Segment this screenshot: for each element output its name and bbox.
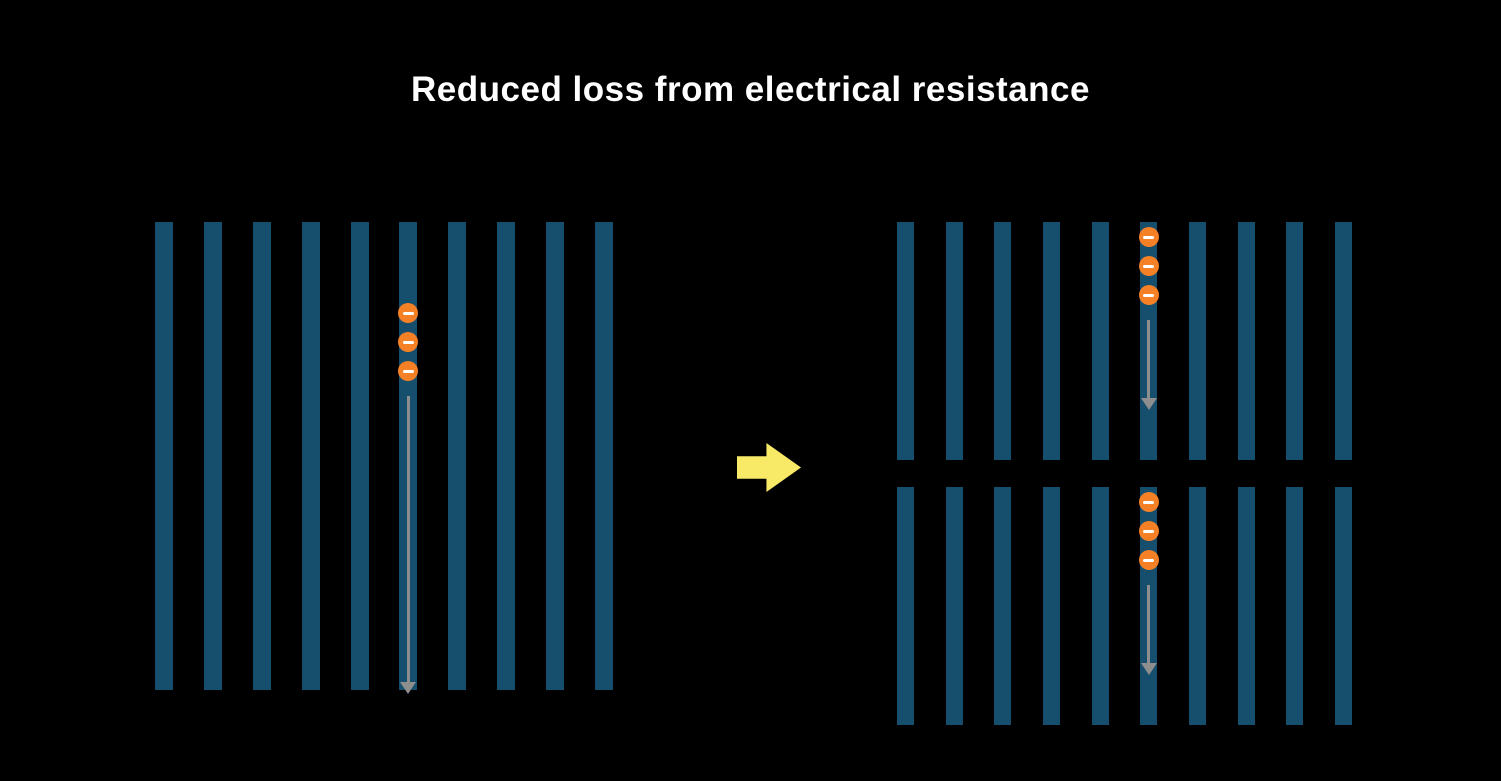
cell-bar <box>1138 222 1159 460</box>
arrow-head <box>400 682 417 694</box>
arrow-head <box>1140 398 1157 410</box>
cell-bar <box>546 222 564 690</box>
minus-icon <box>402 340 414 344</box>
cell-bar <box>994 487 1012 725</box>
half-cell-bottom-bar-group <box>897 487 1352 725</box>
cell-bar <box>203 222 222 690</box>
page-title: Reduced loss from electrical resistance <box>411 70 1090 109</box>
cell-bar <box>301 222 320 690</box>
minus-icon <box>402 311 414 315</box>
electron-icon <box>398 303 419 323</box>
electron-icon <box>1138 256 1159 276</box>
electron-icon <box>398 361 419 381</box>
cell-bar <box>155 222 173 690</box>
cell-bar <box>1286 222 1304 460</box>
cell-bar <box>897 222 914 460</box>
electron-icon <box>1138 492 1159 512</box>
electron-flow-overlay <box>1138 227 1159 410</box>
full-cell-bar-group <box>155 222 613 694</box>
cell-bar <box>252 222 271 690</box>
cell-bar <box>1188 222 1206 460</box>
cell-bar <box>1334 487 1352 725</box>
cell-bar <box>1286 487 1304 725</box>
electron-icon <box>1138 521 1159 541</box>
right-arrow-icon <box>737 443 801 492</box>
minus-icon <box>1143 529 1155 533</box>
cell-bar <box>448 222 467 690</box>
current-direction-arrow-icon <box>400 396 417 694</box>
arrow-shaft <box>1147 585 1151 663</box>
cell-bar <box>945 487 963 725</box>
current-direction-arrow-icon <box>1140 320 1157 410</box>
cell-bar <box>1138 487 1159 725</box>
minus-icon <box>1143 235 1155 239</box>
cell-bar <box>398 222 419 694</box>
minus-icon <box>1143 500 1155 504</box>
cell-bar <box>497 222 516 690</box>
electron-flow-overlay <box>398 303 419 694</box>
cell-bar <box>1042 222 1060 460</box>
arrow-head <box>1140 663 1157 675</box>
cell-bar <box>1334 222 1352 460</box>
electron-icon <box>1138 285 1159 305</box>
electron-icon <box>1138 227 1159 247</box>
minus-icon <box>1143 264 1155 268</box>
minus-icon <box>402 369 414 373</box>
cell-bar <box>1237 222 1255 460</box>
electron-icon <box>1138 550 1159 570</box>
cell-bar <box>1091 487 1109 725</box>
cell-bar <box>594 222 613 690</box>
cell-bar <box>1188 487 1206 725</box>
current-direction-arrow-icon <box>1140 585 1157 675</box>
cell-bar <box>994 222 1012 460</box>
cell-bar <box>897 487 914 725</box>
minus-icon <box>1143 293 1155 297</box>
cell-bar <box>1091 222 1109 460</box>
arrow-shaft <box>1147 320 1151 398</box>
half-cell-top-bar-group <box>897 222 1352 460</box>
electron-icon <box>398 332 419 352</box>
cell-bar <box>945 222 963 460</box>
cell-bar <box>1042 487 1060 725</box>
cell-bar <box>1237 487 1255 725</box>
arrow-shaft <box>406 396 410 682</box>
electron-flow-overlay <box>1138 492 1159 675</box>
cell-bar <box>350 222 369 690</box>
minus-icon <box>1143 558 1155 562</box>
